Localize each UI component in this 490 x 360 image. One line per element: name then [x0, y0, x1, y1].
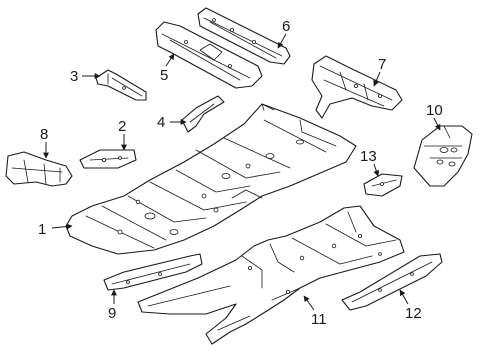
part-2-plate [79, 149, 137, 169]
part-6-crossmember [197, 7, 291, 65]
leader-11 [303, 295, 315, 311]
leader-7 [373, 71, 381, 87]
leader-1 [51, 223, 73, 230]
part-10-rear-bracket [413, 125, 473, 187]
callout-6: 6 [282, 18, 290, 35]
callout-1: 1 [38, 221, 46, 238]
leader-13 [373, 163, 380, 177]
leader-12 [399, 289, 409, 305]
callout-11: 11 [311, 311, 327, 328]
part-8-side-bracket [5, 151, 73, 187]
callout-5: 5 [160, 67, 168, 84]
callout-13: 13 [360, 148, 377, 165]
part-9-sill-reinforcement [103, 253, 203, 291]
leader-6 [277, 33, 287, 49]
leader-5 [165, 53, 175, 67]
part-3-bracket [95, 69, 147, 101]
callout-labels: 1 2 3 4 5 6 7 8 9 10 11 12 13 [38, 18, 443, 328]
part-5-crossmember [155, 21, 263, 89]
part-13-bracket [363, 173, 403, 197]
callout-9: 9 [108, 305, 116, 322]
part-7-rail-extension [311, 55, 403, 119]
part-1-floor-pan [65, 103, 357, 255]
callout-3: 3 [70, 68, 78, 85]
callout-2: 2 [118, 118, 126, 135]
callout-7: 7 [378, 56, 386, 73]
part-4-bracket [181, 95, 225, 133]
callout-12: 12 [405, 305, 422, 322]
callout-8: 8 [40, 126, 48, 143]
leader-10 [433, 117, 441, 131]
callout-4: 4 [157, 114, 165, 131]
callout-10: 10 [426, 102, 443, 119]
part-12-sill-reinforcement [341, 253, 443, 311]
part-11-center-frame [137, 205, 405, 345]
leader-lines [43, 33, 441, 311]
